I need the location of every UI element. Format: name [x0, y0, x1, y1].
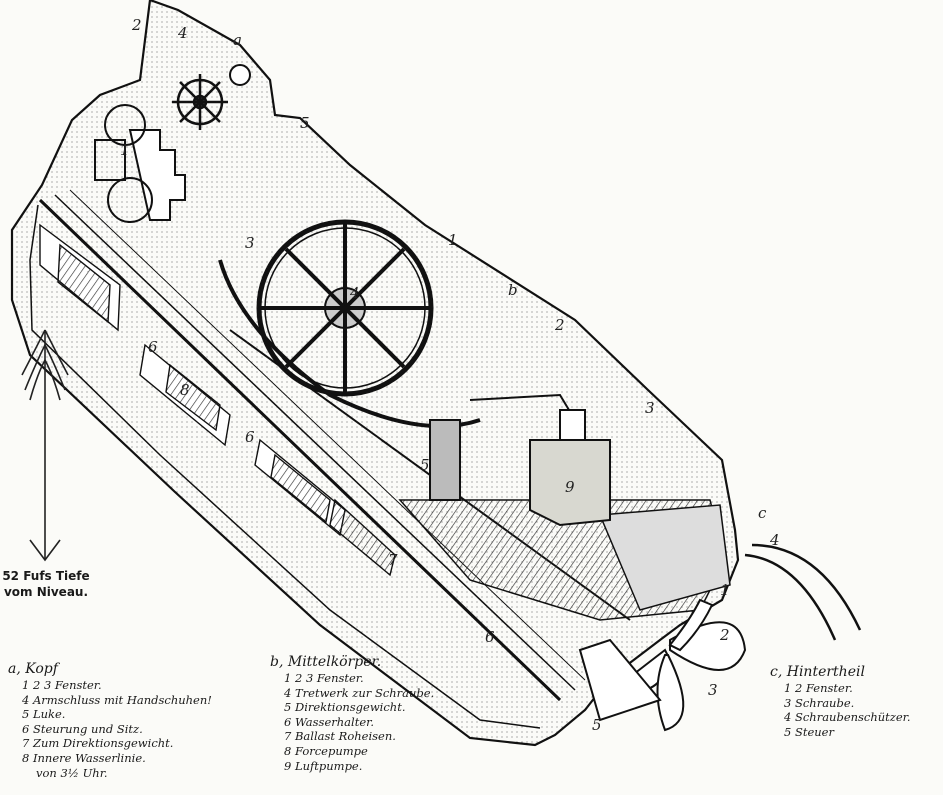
hull-inner-line	[29, 204, 541, 729]
legend-a-item: von 3½ Uhr.	[36, 765, 108, 780]
ballast-compartments	[39, 223, 396, 577]
svg-text:2: 2	[719, 626, 730, 644]
svg-text:1: 1	[120, 141, 130, 159]
tread-wheel	[256, 219, 434, 397]
pumps	[429, 393, 611, 527]
legend-c: c, Hintertheil 1 2 Fenster. 3 Schraube. …	[770, 663, 911, 739]
legend-b-item: 4 Tretwerk zur Schraube.	[284, 685, 435, 700]
svg-text:8: 8	[180, 381, 190, 399]
legend-b-item: 8 Forcepumpe	[284, 743, 368, 758]
svg-text:a: a	[233, 31, 242, 49]
legend-b-item: 9 Luftpumpe.	[284, 758, 363, 773]
svg-text:3: 3	[645, 399, 655, 417]
svg-text:2: 2	[554, 316, 565, 334]
legend-a: a, Kopf 1 2 3 Fenster. 4 Armschluss mit …	[8, 660, 212, 780]
svg-text:1: 1	[720, 581, 730, 599]
propeller-guard	[744, 543, 862, 641]
rudder	[578, 638, 662, 722]
depth-note-line1: 52 Fufs Tiefe	[2, 569, 90, 583]
direction-weight-rack	[128, 129, 186, 221]
legend-c-item: 1 2 Fenster.	[784, 681, 853, 695]
legend-c-item: 5 Steuer	[784, 724, 834, 739]
svg-text:3: 3	[245, 234, 255, 252]
legend-a-item: 7 Zum Direktionsgewicht.	[22, 736, 174, 751]
svg-text:4: 4	[769, 531, 780, 549]
svg-text:1: 1	[448, 231, 458, 249]
legend-b-item: 6 Wasserhalter.	[284, 714, 375, 729]
legend-b-heading: b, Mittelkörper.	[270, 654, 382, 670]
svg-text:7: 7	[388, 551, 398, 569]
svg-text:5: 5	[592, 716, 602, 734]
legend-c-item: 4 Schraubenschützer.	[784, 710, 911, 725]
depth-note: 52 Fufs Tiefe vom Niveau.	[2, 568, 90, 600]
svg-text:c: c	[758, 504, 767, 522]
svg-text:6: 6	[485, 628, 495, 646]
legend-b-item: 7 Ballast Roheisen.	[284, 729, 396, 744]
legend-c-heading: c, Hintertheil	[770, 664, 865, 680]
svg-text:6: 6	[245, 428, 255, 446]
bow-machinery	[94, 104, 153, 223]
legend-c-item: 3 Schraube.	[784, 695, 855, 710]
svg-text:5: 5	[300, 114, 310, 132]
depth-arrow	[21, 329, 69, 562]
svg-text:6: 6	[148, 338, 158, 356]
legend-b: b, Mittelkörper. 1 2 3 Fenster. 4 Tretwe…	[270, 653, 434, 773]
svg-text:9: 9	[565, 478, 575, 496]
svg-text:2: 2	[131, 16, 142, 34]
svg-text:b: b	[508, 281, 518, 299]
legend-b-item: 5 Direktionsgewicht.	[284, 700, 406, 715]
svg-text:4: 4	[177, 24, 188, 42]
legend-a-item: 8 Innere Wasserlinie.	[22, 750, 146, 765]
hull-outline	[10, 0, 740, 747]
legend-a-item: 1 2 3 Fenster.	[22, 678, 102, 692]
legend-b-item: 1 2 3 Fenster.	[284, 671, 364, 685]
porthole-window	[229, 64, 251, 86]
svg-text:3: 3	[708, 681, 718, 699]
legend-a-item: 6 Steurung und Sitz.	[22, 721, 143, 736]
legend-a-heading: a, Kopf	[8, 661, 58, 677]
svg-text:5: 5	[420, 456, 430, 474]
diagram-labels: a b c 2 4 5 1 3 1 2 3 4 5 6 6 7 8 9 1 2 …	[120, 16, 780, 734]
legend-a-item: 5 Luke.	[22, 707, 66, 722]
legend-a-item: 4 Armschluss mit Handschuhen!	[22, 692, 212, 707]
svg-text:4: 4	[349, 284, 360, 302]
depth-note-line2: vom Niveau.	[3, 585, 89, 599]
steering-wheel	[172, 74, 228, 130]
